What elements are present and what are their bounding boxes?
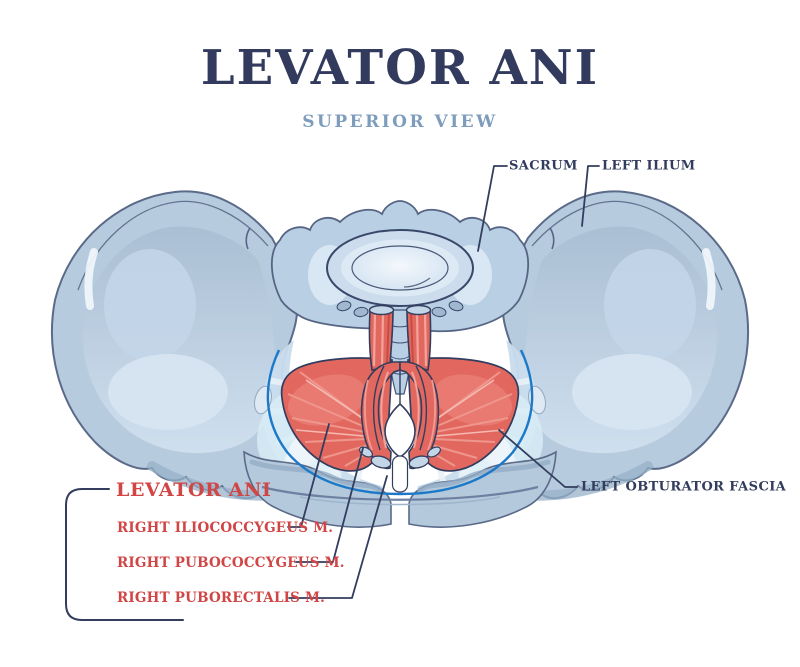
label-left-ilium: LEFT ILIUM xyxy=(602,158,696,174)
sacrum-shape xyxy=(270,200,530,395)
arcus-tendineus-line xyxy=(266,349,534,496)
pubococcygeus-leader xyxy=(295,447,364,563)
iliococcygeus-leader xyxy=(287,423,330,528)
page-subtitle: SUPERIOR VIEW xyxy=(302,112,498,132)
sacrum-leader xyxy=(477,165,508,252)
iliac-wings xyxy=(51,191,748,502)
page-title: LEVATOR ANI xyxy=(200,40,600,96)
levator-ani-muscles xyxy=(280,304,520,493)
label-right-pubococcygeus: RIGHT PUBOCOCCYGEUS M. xyxy=(117,555,345,571)
levator-ani-bracket xyxy=(65,488,184,621)
label-sacrum: SACRUM xyxy=(509,158,578,174)
label-right-puborectalis: RIGHT PUBORECTALIS M. xyxy=(117,590,326,606)
pubic-arch xyxy=(243,452,556,527)
leader-lines xyxy=(65,165,600,621)
obturator-fascia-leader xyxy=(498,429,578,488)
label-left-obturator-fascia: LEFT OBTURATOR FASCIA xyxy=(581,479,787,495)
label-right-iliococcygeus: RIGHT ILIOCOCCYGEUS M. xyxy=(117,520,334,536)
label-levator-ani: LEVATOR ANI xyxy=(116,479,272,501)
puborectalis-leader xyxy=(288,475,388,599)
left-ilium-leader xyxy=(581,165,600,227)
